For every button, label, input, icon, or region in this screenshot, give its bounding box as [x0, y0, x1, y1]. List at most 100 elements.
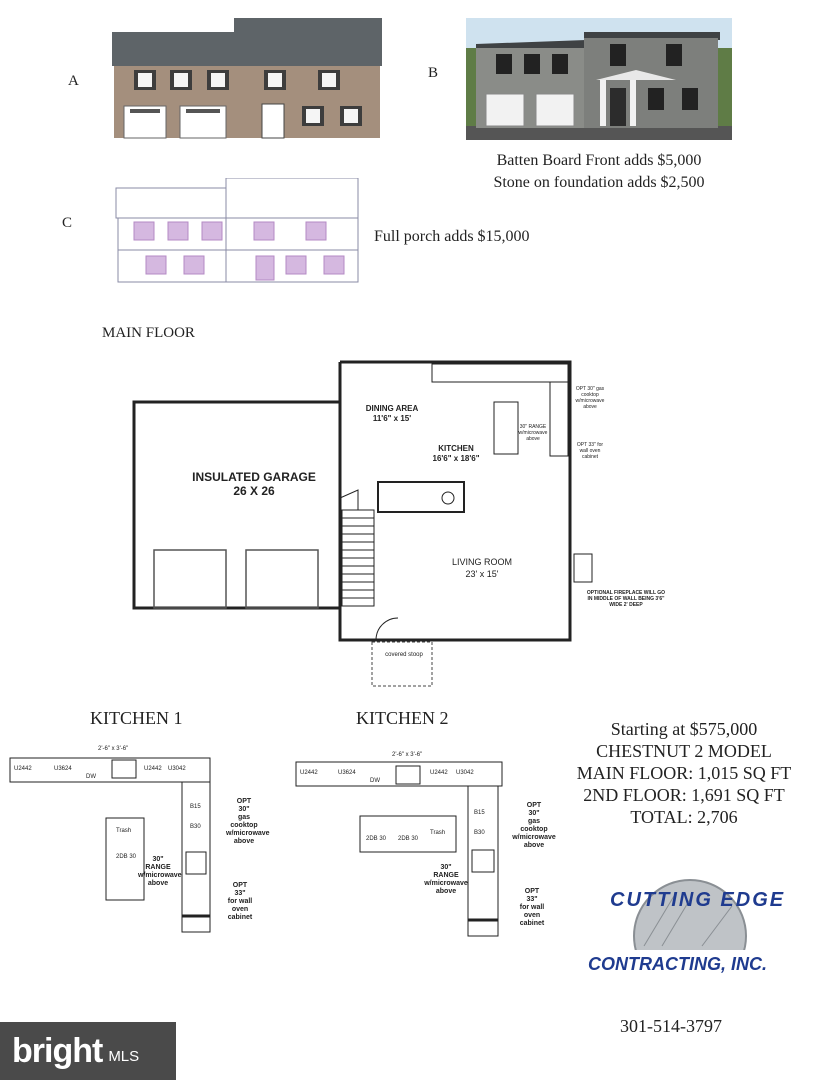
model-summary: Starting at $575,000 CHESTNUT 2 MODEL MA…	[562, 718, 806, 828]
total-sqft: TOTAL: 2,706	[630, 807, 738, 827]
second-floor-sqft: 2ND FLOOR: 1,691 SQ FT	[583, 785, 785, 805]
fireplace-note: OPTIONAL FIREPLACE WILL GO IN MIDDLE OF …	[586, 590, 666, 608]
svg-text:2DB 30: 2DB 30	[116, 854, 137, 860]
kitchen1-dimension: 2'-6" x 3'-6"	[98, 746, 129, 752]
svg-text:DW: DW	[86, 774, 96, 780]
svg-text:U3042: U3042	[168, 766, 186, 772]
svg-text:B30: B30	[190, 824, 201, 830]
kitchen-label: KITCHEN 16'6" x 18'6"	[426, 444, 486, 464]
k2-cooktop-line: cooktop	[520, 826, 548, 833]
stone-note: Stone on foundation adds $2,500	[493, 174, 705, 191]
model-name: CHESTNUT 2 MODEL	[596, 741, 772, 761]
svg-text:2DB 30: 2DB 30	[366, 836, 387, 842]
k2-cooktop-line: gas	[527, 818, 541, 825]
living-label: LIVING ROOM 23' x 15'	[442, 556, 522, 580]
porch-label: covered stoop	[385, 652, 423, 658]
elevation-b-caption: Batten Board Front adds $5,000 Stone on …	[466, 150, 732, 194]
garage-name: INSULATED GARAGE	[192, 470, 316, 484]
living-size: 23' x 15'	[465, 569, 499, 579]
starting-price: Starting at $575,000	[610, 719, 758, 739]
svg-text:2DB 30: 2DB 30	[398, 836, 419, 842]
watermark-brand: bright	[12, 1031, 103, 1070]
k1-oven-line: cabinet	[227, 914, 253, 921]
dining-name: DINING AREA	[365, 404, 419, 413]
svg-text:B30: B30	[474, 830, 485, 836]
k2-oven-line: for wall	[519, 904, 545, 911]
k1-oven-line: oven	[231, 906, 249, 913]
k1-cooktop-line: gas	[237, 814, 251, 821]
floor-range-note: 30" RANGE w/microwave above	[518, 424, 548, 442]
svg-text:B15: B15	[474, 810, 485, 816]
elevation-b-photo	[466, 18, 732, 140]
garage-label: INSULATED GARAGE 26 X 26	[174, 470, 334, 498]
main-floor-heading: MAIN FLOOR	[102, 325, 195, 341]
k2-cooktop-line: w/microwave	[512, 834, 556, 841]
kitchen-name: KITCHEN	[438, 444, 474, 453]
k1-cooktop-line: w/microwave	[226, 830, 270, 837]
kitchen-size: 16'6" x 18'6"	[432, 454, 480, 463]
logo-line2: CONTRACTING, INC.	[588, 954, 767, 974]
k2-cooktop-line: OPT	[526, 802, 542, 809]
svg-text:U2442: U2442	[144, 766, 162, 772]
kitchen1-opt-cooktop: OPT 30" gas cooktop w/microwave above	[226, 798, 270, 846]
elevation-c-drawing	[115, 178, 359, 283]
kitchen1-opt-oven: OPT 33" for wall oven cabinet	[222, 882, 258, 922]
k1-oven-line: for wall	[227, 898, 253, 905]
k2-cooktop-line: 30"	[528, 810, 540, 817]
mls-watermark: bright MLS	[0, 1022, 176, 1080]
svg-text:Trash: Trash	[430, 830, 445, 836]
main-floor-sqft: MAIN FLOOR: 1,015 SQ FT	[576, 763, 792, 783]
k2-oven-line: OPT	[524, 888, 540, 895]
svg-text:U2442: U2442	[300, 770, 318, 776]
k1-oven-line: 33"	[234, 890, 246, 897]
svg-text:DW: DW	[370, 778, 380, 784]
k1-range-line: RANGE	[145, 864, 171, 871]
k2-range-line: RANGE	[433, 872, 459, 879]
garage-size: 26 X 26	[233, 484, 275, 498]
svg-text:B15: B15	[190, 804, 201, 810]
svg-text:U2442: U2442	[430, 770, 448, 776]
company-logo: CUTTING EDGE CONTRACTING, INC.	[584, 879, 790, 978]
k2-range-line: 30"	[440, 864, 452, 871]
k2-cooktop-line: above	[523, 842, 545, 849]
elevation-a-label: A	[68, 73, 79, 89]
floor-opt-cooktop: OPT 30" gas cooktop w/microwave above	[575, 386, 605, 410]
kitchen2-dimension: 2'-6" x 3'-6"	[392, 752, 423, 758]
k1-range-line: 30"	[152, 856, 164, 863]
k2-oven-line: cabinet	[519, 920, 545, 927]
svg-text:U3042: U3042	[456, 770, 474, 776]
k1-cooktop-line: 30"	[238, 806, 250, 813]
k1-cooktop-line: above	[233, 838, 255, 845]
batten-board-note: Batten Board Front adds $5,000	[496, 152, 702, 169]
kitchen1-range: 30" RANGE w/microwave above	[138, 856, 182, 888]
k1-range-line: above	[147, 880, 169, 887]
kitchen2-title: KITCHEN 2	[356, 708, 449, 728]
kitchen2-opt-cooktop: OPT 30" gas cooktop w/microwave above	[506, 802, 562, 850]
k1-cooktop-line: cooktop	[230, 822, 258, 829]
logo-line1: CUTTING EDGE	[610, 889, 785, 911]
k1-range-line: w/microwave	[138, 872, 182, 879]
k2-range-line: above	[435, 888, 457, 895]
phone-number: 301-514-3797	[620, 1016, 722, 1036]
kitchen1-title: KITCHEN 1	[90, 708, 183, 728]
kitchen2-range: 30" RANGE w/microwave above	[418, 864, 474, 896]
k1-oven-line: OPT	[232, 882, 248, 889]
svg-text:Trash: Trash	[116, 828, 131, 834]
main-floor-plan	[132, 360, 593, 687]
kitchen2-opt-oven: OPT 33" for wall oven cabinet	[514, 888, 550, 928]
dining-label: DINING AREA 11'6" x 15'	[352, 404, 432, 424]
svg-text:U3624: U3624	[338, 770, 356, 776]
svg-text:U3624: U3624	[54, 766, 72, 772]
k1-cooktop-line: OPT	[236, 798, 252, 805]
elevation-a-drawing	[112, 18, 382, 139]
living-name: LIVING ROOM	[451, 557, 512, 567]
k2-range-line: w/microwave	[424, 880, 468, 887]
svg-text:U2442: U2442	[14, 766, 32, 772]
elevation-c-label: C	[62, 215, 73, 231]
k2-oven-line: oven	[523, 912, 541, 919]
elevation-c-caption: Full porch adds $15,000	[374, 228, 530, 245]
dining-size: 11'6" x 15'	[372, 414, 412, 423]
k2-oven-line: 33"	[526, 896, 538, 903]
